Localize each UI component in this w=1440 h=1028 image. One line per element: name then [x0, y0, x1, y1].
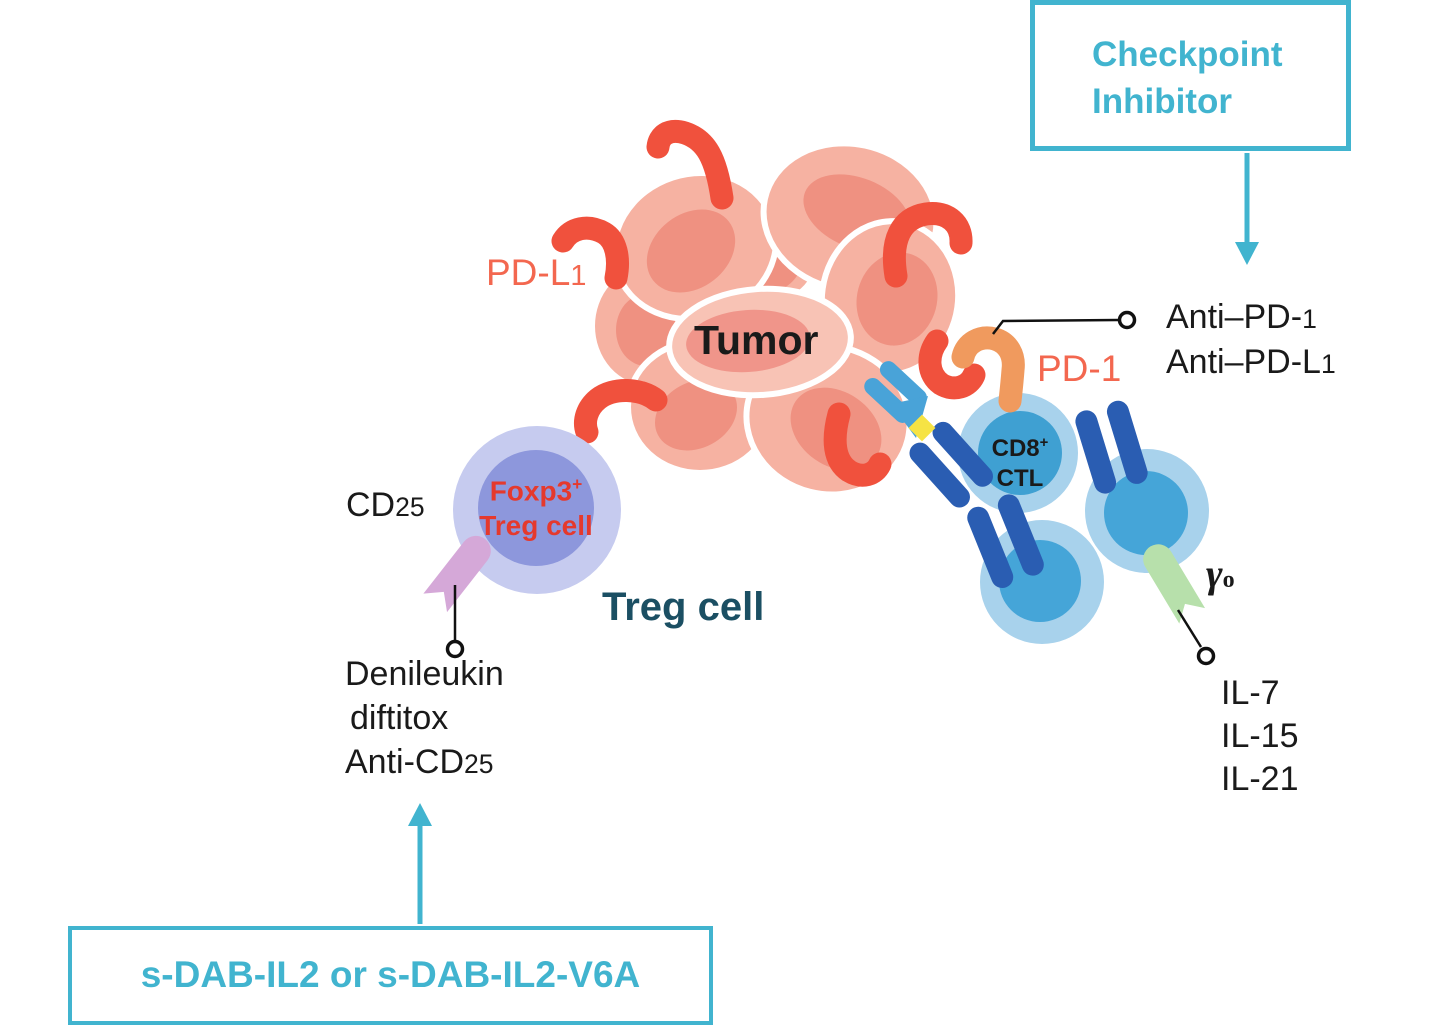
sdab-arrow — [408, 803, 432, 924]
treg-drug-labels: Denileukin diftitox Anti-CD25 — [345, 652, 504, 786]
pdl1-receptor — [882, 202, 973, 288]
pdl1-label: PD-L1 — [486, 252, 587, 293]
pdl1-receptor — [646, 120, 734, 210]
pd1-receptor — [951, 326, 1025, 413]
tumor-lobe-center — [666, 285, 854, 399]
gamma-chain-receptor — [1143, 544, 1206, 624]
anti-pd-pointer-circle — [1117, 310, 1137, 330]
cd25-pointer-circle — [445, 639, 465, 659]
checkpoint-line2: Inhibitor — [1092, 82, 1232, 121]
pdl1-receptor-binding — [918, 329, 986, 400]
pdl1-receptors — [551, 120, 986, 487]
ctl-cell-right — [1085, 449, 1209, 573]
denileukin-label: Denileukin — [345, 655, 504, 693]
treg-line: Treg cell — [479, 510, 593, 542]
il7-label: IL-7 — [1221, 674, 1280, 712]
cd8-ctl-label: CD8+ CTL — [960, 428, 1080, 494]
pdl1-receptor — [574, 379, 668, 444]
cd8-line: CD8+ — [991, 435, 1049, 462]
cytokine-pointer-circle — [1196, 646, 1216, 666]
pd1-label: PD-1 — [1037, 348, 1122, 389]
gamma-pointer-line — [1176, 609, 1203, 648]
cytokine-labels: IL-7 IL-15 IL-21 — [1221, 672, 1299, 801]
anti-pd-labels: Anti–PD-1 Anti–PD-L1 — [1166, 296, 1336, 386]
tcr-receptor-pair — [1075, 400, 1148, 494]
tcr-receptor-pair — [967, 494, 1044, 589]
anti-pd1-label: Anti–PD-1 — [1166, 298, 1317, 336]
anti-pdl1-label: Anti–PD-L1 — [1166, 343, 1336, 381]
checkpoint-line1: Checkpoint — [1092, 35, 1283, 74]
sdab-il2-box: s-DAB-IL2 or s-DAB-IL2-V6A — [68, 926, 713, 1025]
checkpoint-arrow — [1235, 153, 1259, 265]
tumor-label: Tumor — [694, 317, 819, 363]
treg-cell-caption: Treg cell — [602, 585, 765, 629]
foxp3-treg-label: Foxp3+ Treg cell — [456, 467, 616, 543]
tcr-receptor-pair — [909, 421, 994, 508]
ctl-line: CTL — [996, 465, 1044, 492]
il15-label: IL-15 — [1221, 717, 1299, 755]
cd25-label: CD25 — [346, 486, 425, 524]
il21-label: IL-21 — [1221, 760, 1299, 798]
diftitox-label: diftitox — [350, 699, 449, 737]
cd25-receptor — [423, 535, 491, 613]
pointer-lines — [445, 310, 1216, 666]
gamma-chain-label: γo — [1206, 551, 1235, 596]
checkpoint-inhibitor-box: Checkpoint Inhibitor — [1030, 0, 1351, 151]
pdl1-receptor — [823, 402, 892, 487]
pdl1-receptor — [551, 216, 629, 290]
treg-cell — [453, 426, 621, 594]
foxp3-line: Foxp3+ — [489, 474, 583, 507]
anti-pd-pointer-line — [992, 318, 1119, 335]
sdab-il2-label: s-DAB-IL2 or s-DAB-IL2-V6A — [140, 954, 641, 995]
anti-cd25-label: Anti-CD25 — [345, 743, 494, 781]
